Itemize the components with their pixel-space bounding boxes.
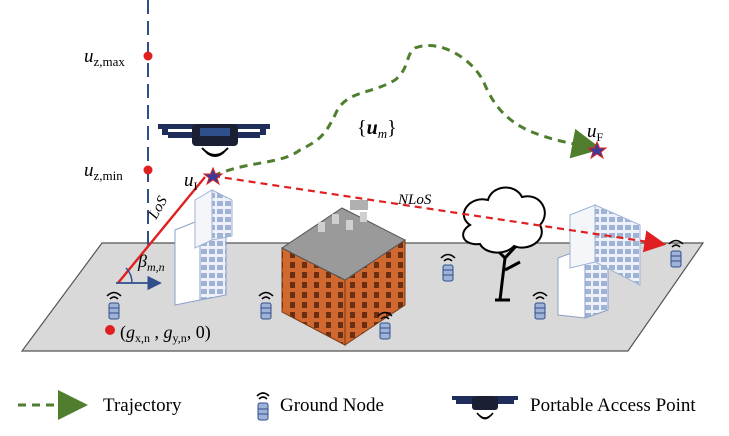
ground-point-marker	[105, 325, 115, 335]
trajectory-path	[212, 44, 602, 178]
ground-node-icon	[668, 239, 684, 268]
uz-min-marker	[143, 165, 153, 175]
ground-node-icon	[377, 311, 393, 340]
portable-access-point-drone	[158, 124, 270, 157]
label-um: {um}	[357, 117, 397, 141]
label-uF: uF	[587, 121, 604, 144]
legend-ground-node-icon	[256, 392, 270, 421]
nlos-link	[212, 174, 667, 253]
brick-building	[281, 200, 406, 346]
legend-access-point-label: Portable Access Point	[530, 395, 696, 416]
label-beta: βm,n	[137, 251, 165, 274]
los-link	[117, 176, 206, 284]
uz-max-marker	[143, 51, 153, 61]
legend: Trajectory Ground Node Portable Access P…	[18, 390, 696, 421]
label-ground-coords: (gx,n , gy,n, 0)	[120, 322, 211, 345]
label-uz-max: uz,max	[84, 46, 125, 69]
label-uz-min: uz,min	[84, 160, 123, 183]
label-los: LoS	[145, 193, 171, 223]
ground-node-icon	[440, 253, 456, 282]
legend-trajectory-label: Trajectory	[103, 395, 182, 416]
legend-drone-icon	[452, 396, 518, 420]
label-nlos: NLoS	[397, 192, 432, 208]
legend-ground-node-label: Ground Node	[280, 395, 384, 416]
label-uI: uI	[184, 170, 198, 193]
beta-arc	[125, 267, 133, 284]
ground-node-icon	[258, 291, 274, 320]
ground-node-icon	[532, 291, 548, 320]
final-star	[586, 140, 608, 160]
start-star	[202, 166, 224, 186]
glass-building-left	[174, 189, 233, 306]
ground-node-icon	[106, 291, 122, 320]
glass-building-right	[557, 204, 641, 319]
